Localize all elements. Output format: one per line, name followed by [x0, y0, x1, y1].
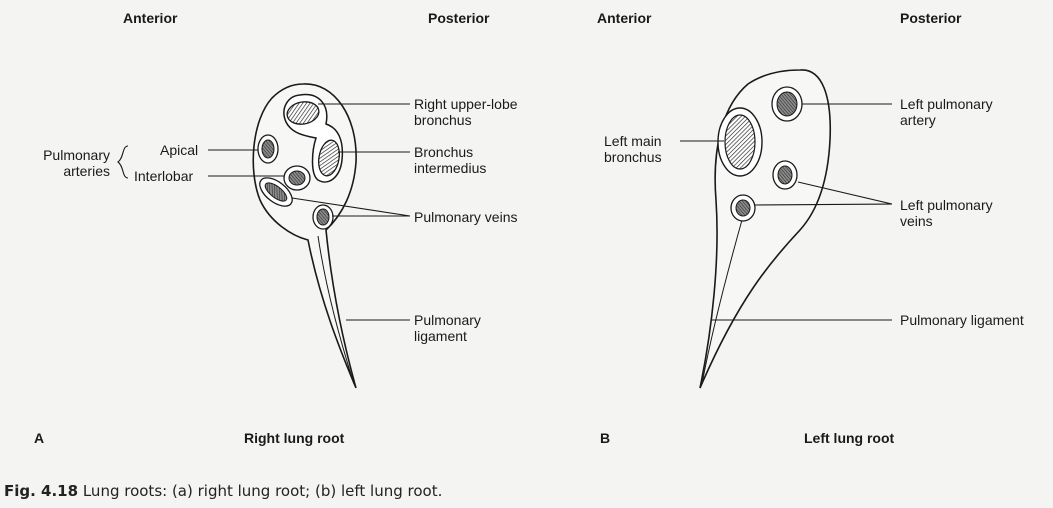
pulmonary-arteries-brace — [117, 145, 129, 179]
lower-vein — [264, 182, 288, 202]
panel-b-letter: B — [600, 430, 611, 446]
label-bronchus-intermedius: Bronchus intermedius — [414, 144, 487, 176]
left-upper-vein — [777, 165, 793, 185]
label-right-pulmonary-ligament: Pulmonary ligament — [414, 312, 481, 344]
label-left-pulmonary-veins: Left pulmonary veins — [900, 197, 993, 229]
panel-b-posterior-heading: Posterior — [900, 10, 962, 26]
right-ligament-fold — [317, 235, 355, 385]
panel-b-title: Left lung root — [804, 430, 895, 446]
figure-number: Fig. 4.18 — [4, 482, 79, 500]
left-pulmonary-artery — [776, 91, 798, 117]
right-root-leader-lines — [208, 103, 411, 321]
right-lung-root-drawing — [252, 83, 357, 389]
label-right-upper-lobe-bronchus: Right upper-lobe bronchus — [414, 96, 518, 128]
left-root-leader-lines — [680, 103, 893, 321]
left-lung-root-drawing — [699, 69, 832, 389]
label-left-pulmonary-ligament: Pulmonary ligament — [900, 312, 1024, 328]
label-apical: Apical — [160, 142, 199, 158]
left-root-outline — [699, 69, 832, 389]
left-main-bronchus — [724, 114, 756, 170]
panel-a-letter: A — [34, 430, 45, 446]
panel-a-title: Right lung root — [244, 430, 345, 446]
left-lower-vein — [735, 199, 751, 217]
label-pulmonary-arteries: Pulmonary arteries — [43, 147, 110, 179]
label-left-pulmonary-artery: Left pulmonary artery — [900, 96, 993, 128]
interlobar-artery — [288, 170, 306, 186]
figure-caption-text: Lung roots: (a) right lung root; (b) lef… — [82, 482, 443, 500]
panel-b-anterior-heading: Anterior — [597, 10, 652, 26]
upper-lobe-bronchus — [286, 101, 320, 125]
label-left-main-bronchus: Left main bronchus — [604, 133, 662, 165]
label-pulmonary-veins: Pulmonary veins — [414, 209, 518, 225]
inferior-vein — [316, 208, 330, 226]
panel-a-anterior-heading: Anterior — [123, 10, 178, 26]
panel-a-posterior-heading: Posterior — [428, 10, 490, 26]
figure-caption: Fig. 4.18 Lung roots: (a) right lung roo… — [4, 482, 442, 500]
label-interlobar: Interlobar — [134, 168, 194, 184]
apical-artery — [261, 139, 275, 159]
bronchus-intermedius — [318, 139, 340, 177]
left-ligament-fold — [701, 219, 743, 385]
